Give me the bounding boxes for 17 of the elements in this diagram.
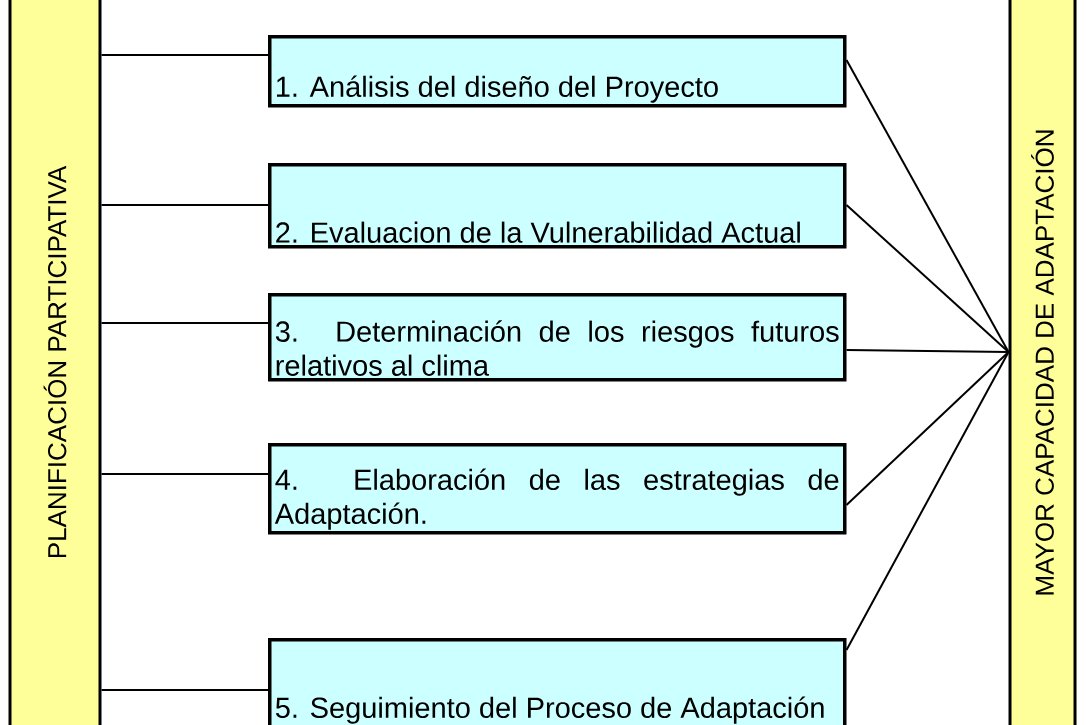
connector-line: [100, 204, 269, 206]
step-box: 5. Seguimiento del Proceso de Adaptación: [268, 638, 847, 725]
connector-line: [100, 689, 269, 691]
step-box: 1. Análisis del diseño del Proyecto: [268, 35, 847, 108]
band: MAYOR CAPACIDAD DE ADAPTACIÓN: [1008, 0, 1077, 725]
step-box: 2. Evaluacion de la Vulnerabilidad Actual: [268, 163, 847, 249]
connector-line: [845, 351, 1010, 506]
connector-line: [845, 59, 1010, 353]
connector-line: [100, 322, 269, 324]
connector-line: [100, 54, 269, 56]
band: PLANIFICACIÓN PARTICIPATIVA: [8, 0, 102, 725]
connector-line: [845, 351, 1010, 651]
step-box: 3. Determinación de los riesgos futuros relativos al clima: [268, 293, 847, 382]
connector-line: [845, 204, 1010, 353]
connector-line: [845, 349, 1010, 353]
step-box: 4. Elaboración de las estrategias de Adaptación.: [268, 443, 847, 535]
connector-line: [100, 473, 269, 475]
